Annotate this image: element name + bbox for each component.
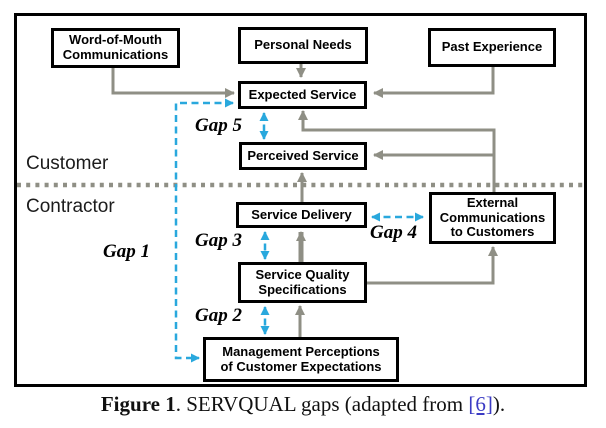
box-personal-needs: Personal Needs: [238, 27, 368, 64]
reference-link[interactable]: [6]: [468, 392, 493, 416]
box-service-quality-specifications: Service Quality Specifications: [238, 262, 367, 303]
zone-label-contractor: Contractor: [26, 196, 115, 217]
box-expected-service: Expected Service: [238, 81, 367, 109]
box-service-delivery: Service Delivery: [236, 202, 367, 228]
arrow-specifications-to-external-communications: [366, 246, 498, 285]
box-past-experience: Past Experience: [428, 28, 556, 67]
figure-caption-suffix: ).: [492, 392, 506, 416]
gap1-dashed-connector: [174, 98, 234, 363]
figure-caption: Figure 1. SERVQUAL gaps (adapted from [6…: [0, 392, 606, 417]
arrow-word-of-mouth-to-expected-service: [111, 65, 235, 98]
gap2-label: Gap 2: [195, 305, 242, 326]
figure-caption-text: . SERVQUAL gaps (adapted from: [175, 392, 469, 416]
gap4-label: Gap 4: [370, 222, 417, 243]
arrow-past-experience-to-expected-service: [373, 65, 495, 98]
box-management-perceptions: Management Perceptions of Customer Expec…: [203, 337, 399, 382]
gap1-label: Gap 1: [103, 241, 150, 262]
zone-label-customer: Customer: [26, 153, 109, 174]
diagram-border: [14, 13, 587, 387]
gap5-label: Gap 5: [195, 115, 242, 136]
box-perceived-service: Perceived Service: [239, 142, 367, 170]
gap3-label: Gap 3: [195, 230, 242, 251]
arrow-external-communications-to-expected-service: [298, 110, 496, 193]
figure-caption-number: Figure 1: [100, 392, 176, 416]
box-word-of-mouth-communications: Word-of-Mouth Communications: [51, 28, 180, 68]
box-external-communications: External Communications to Customers: [429, 192, 556, 244]
